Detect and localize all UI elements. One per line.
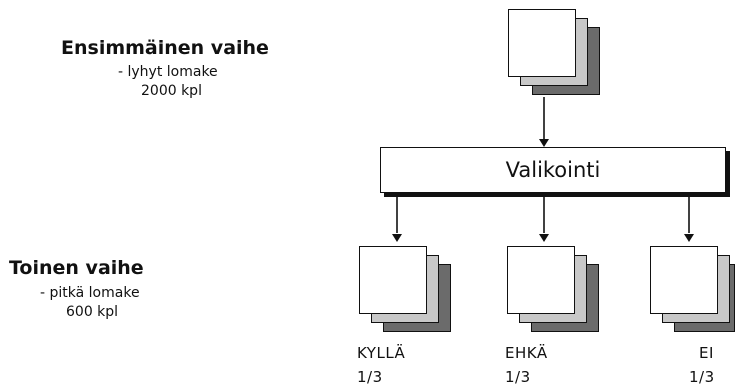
input-forms-document-stack-icon <box>508 9 602 99</box>
ehka-document-stack-icon <box>507 246 601 336</box>
outcome-ei-share: 1/3 <box>689 368 715 386</box>
stage2-count: 600 kpl <box>66 304 119 320</box>
arrowhead-ei <box>684 234 694 242</box>
stage1-count: 2000 kpl <box>141 83 202 99</box>
kylla-document-stack-icon <box>359 246 453 336</box>
selection-label: Valikointi <box>505 158 601 182</box>
outcome-ehka-share: 1/3 <box>505 368 531 386</box>
ei-document-stack-icon <box>650 246 735 336</box>
outcome-ehka-label: EHKÄ <box>505 344 548 362</box>
stage2-form-type: - pitkä lomake <box>40 285 140 301</box>
stage1-form-type: - lyhyt lomake <box>118 64 218 80</box>
arrowhead-selection <box>539 139 549 147</box>
selection-box: Valikointi <box>380 147 726 193</box>
arrowhead-ehka <box>539 234 549 242</box>
stage1-title: Ensimmäinen vaihe <box>61 37 269 59</box>
stage2-title: Toinen vaihe <box>9 257 144 279</box>
arrowhead-kylla <box>392 234 402 242</box>
outcome-ei-label: EI <box>699 344 714 362</box>
outcome-kylla-share: 1/3 <box>357 368 383 386</box>
outcome-kylla-label: KYLLÄ <box>357 344 406 362</box>
